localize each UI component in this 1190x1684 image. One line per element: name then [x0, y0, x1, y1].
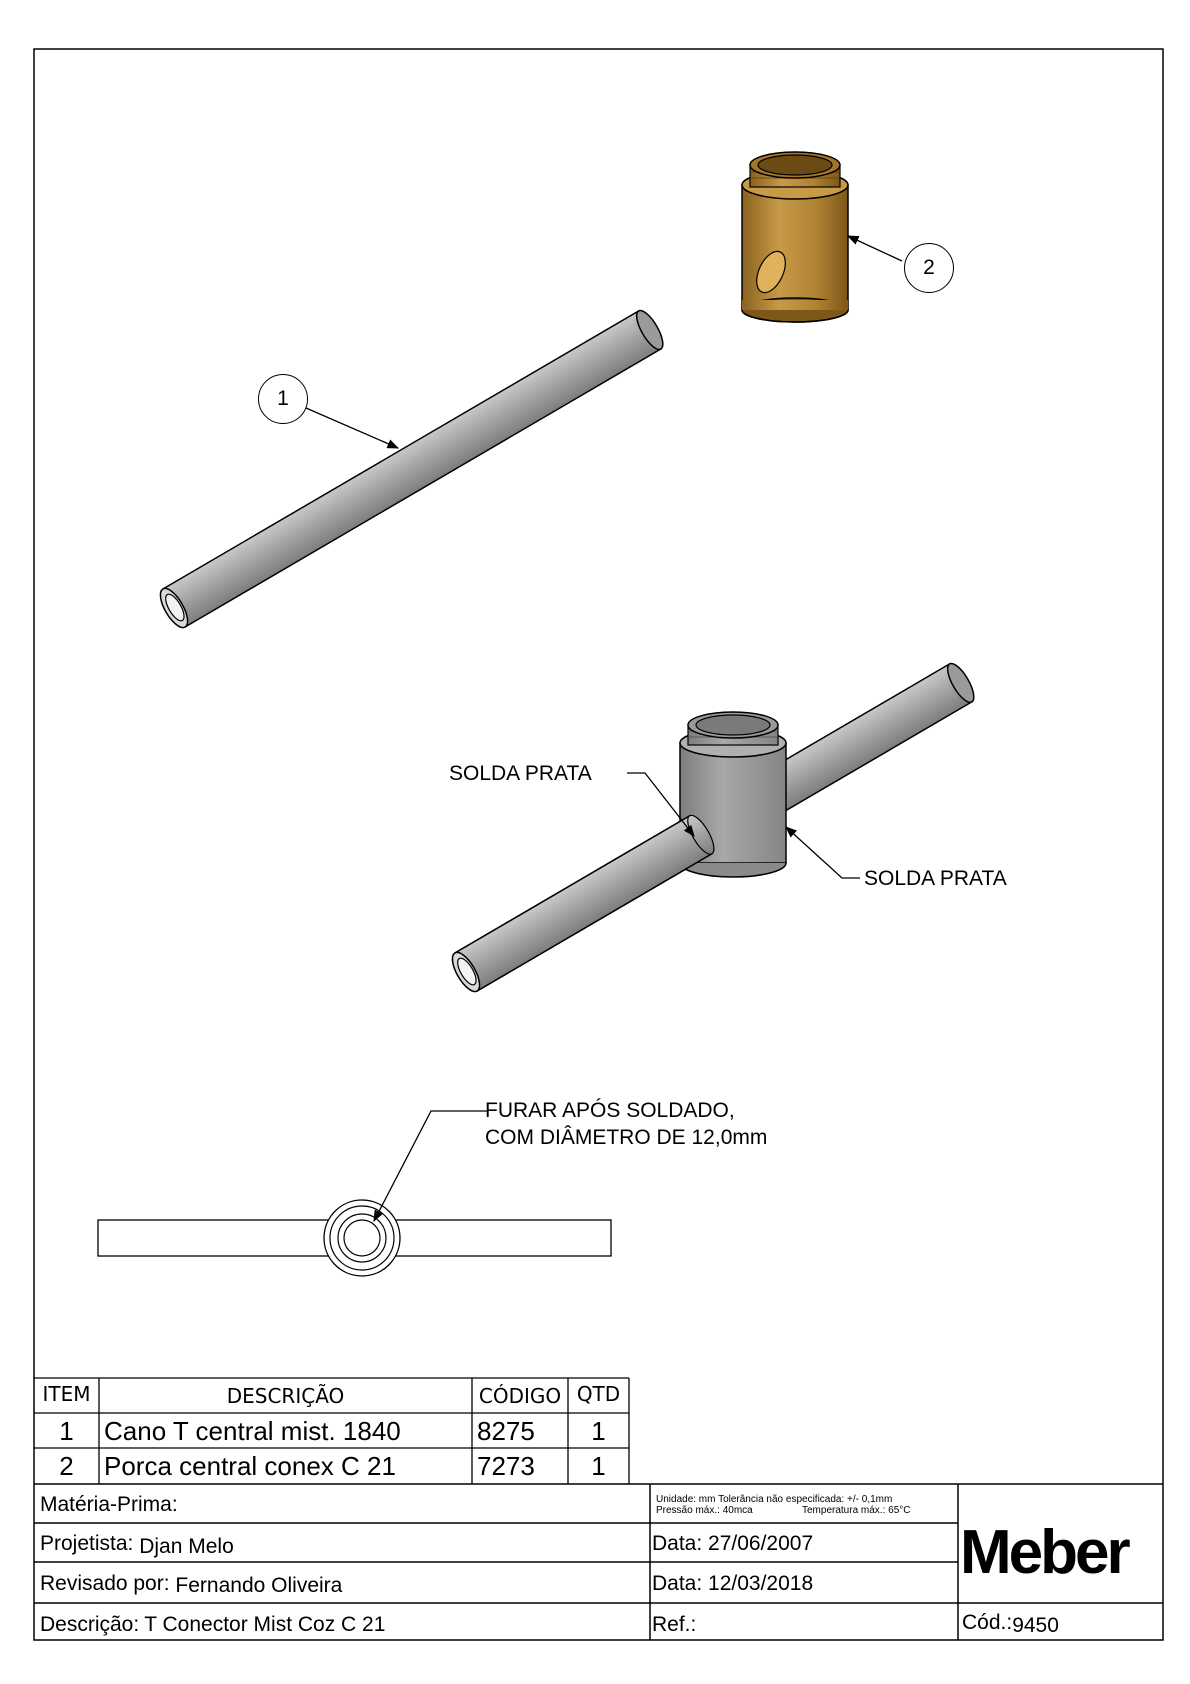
meber-logo: Meber: [960, 1518, 1131, 1587]
materia-prima-label: Matéria-Prima:: [40, 1493, 178, 1516]
leader-2: [846, 235, 903, 262]
drill-note-line1: FURAR APÓS SOLDADO,: [485, 1099, 735, 1122]
ref-field: Ref.:: [652, 1614, 696, 1635]
revisado-label: Revisado por:: [40, 1572, 170, 1595]
balloon-2: 2: [904, 243, 954, 293]
nut-part-2: [741, 151, 849, 323]
descricao-field: Descrição:T Conector Mist Coz C 21: [40, 1614, 385, 1635]
bom-header-item: ITEM: [42, 1382, 91, 1406]
bom-row-2-codigo: 7273: [477, 1451, 535, 1481]
bom-table-grid: [34, 1377, 630, 1484]
cod-value: 9450: [1012, 1614, 1059, 1637]
cod-field: Cód.:9450: [962, 1611, 1059, 1636]
leader-weld-left: [627, 772, 695, 837]
assembly-view: [451, 662, 975, 993]
bom-row-2-qtd: 1: [591, 1451, 606, 1481]
projetista-label: Projetista:: [40, 1532, 134, 1555]
top-view: [97, 1199, 612, 1277]
bom-header-codigo: CÓDIGO: [478, 1384, 562, 1408]
data1-field: Data: 27/06/2007: [652, 1533, 813, 1554]
notes-line1: Unidade: mm Tolerância não especificada:…: [656, 1494, 893, 1505]
data2-label: Data:: [652, 1572, 703, 1595]
leader-weld-right: [785, 826, 860, 879]
pipe-part-1: [159, 309, 664, 629]
bom-row-2-descricao: Porca central conex C 21: [104, 1451, 396, 1481]
data1-label: Data:: [652, 1532, 703, 1555]
weld-note-left: SOLDA PRATA: [449, 762, 592, 785]
descricao-label: Descrição:: [40, 1613, 140, 1636]
bom-header-qtd: QTD: [576, 1382, 621, 1406]
projetista-field: Projetista: Djan Melo: [40, 1532, 234, 1557]
leader-1: [305, 407, 400, 449]
bom-row-1-item: 1: [59, 1416, 74, 1446]
cod-label: Cód.:: [962, 1611, 1013, 1634]
revisado-field: Revisado por: Fernando Oliveira: [40, 1572, 343, 1597]
drill-note-line2: COM DIÂMETRO DE 12,0mm: [485, 1126, 768, 1149]
notes-line2b: Temperatura máx.: 65°C: [802, 1505, 911, 1516]
balloon-2-number: 2: [923, 256, 935, 279]
projetista-value: Djan Melo: [139, 1535, 234, 1558]
balloon-1-number: 1: [277, 387, 289, 410]
balloon-1: 1: [258, 374, 308, 424]
notes-line2a: Pressão máx.: 40mca: [656, 1505, 753, 1516]
data2-field: Data: 12/03/2018: [652, 1573, 813, 1594]
bom-row-1-descricao: Cano T central mist. 1840: [104, 1416, 401, 1446]
data2-value: 12/03/2018: [708, 1572, 814, 1595]
materia-prima-field: Matéria-Prima:: [40, 1494, 178, 1515]
bom-row-1-qtd: 1: [591, 1416, 606, 1446]
weld-note-right: SOLDA PRATA: [864, 867, 1007, 890]
ref-label: Ref.:: [652, 1613, 697, 1636]
data1-value: 27/06/2007: [708, 1532, 814, 1555]
descricao-value: T Conector Mist Coz C 21: [144, 1613, 386, 1636]
title-block-grid: [34, 1483, 1163, 1640]
sheet-border: [33, 48, 1164, 1641]
leader-drill: [373, 1110, 487, 1223]
bom-row-1-codigo: 8275: [477, 1416, 535, 1446]
revisado-value: Fernando Oliveira: [175, 1574, 343, 1597]
bom-header-descricao: DESCRIÇÃO: [226, 1384, 345, 1408]
bom-row-2-item: 2: [59, 1451, 74, 1481]
